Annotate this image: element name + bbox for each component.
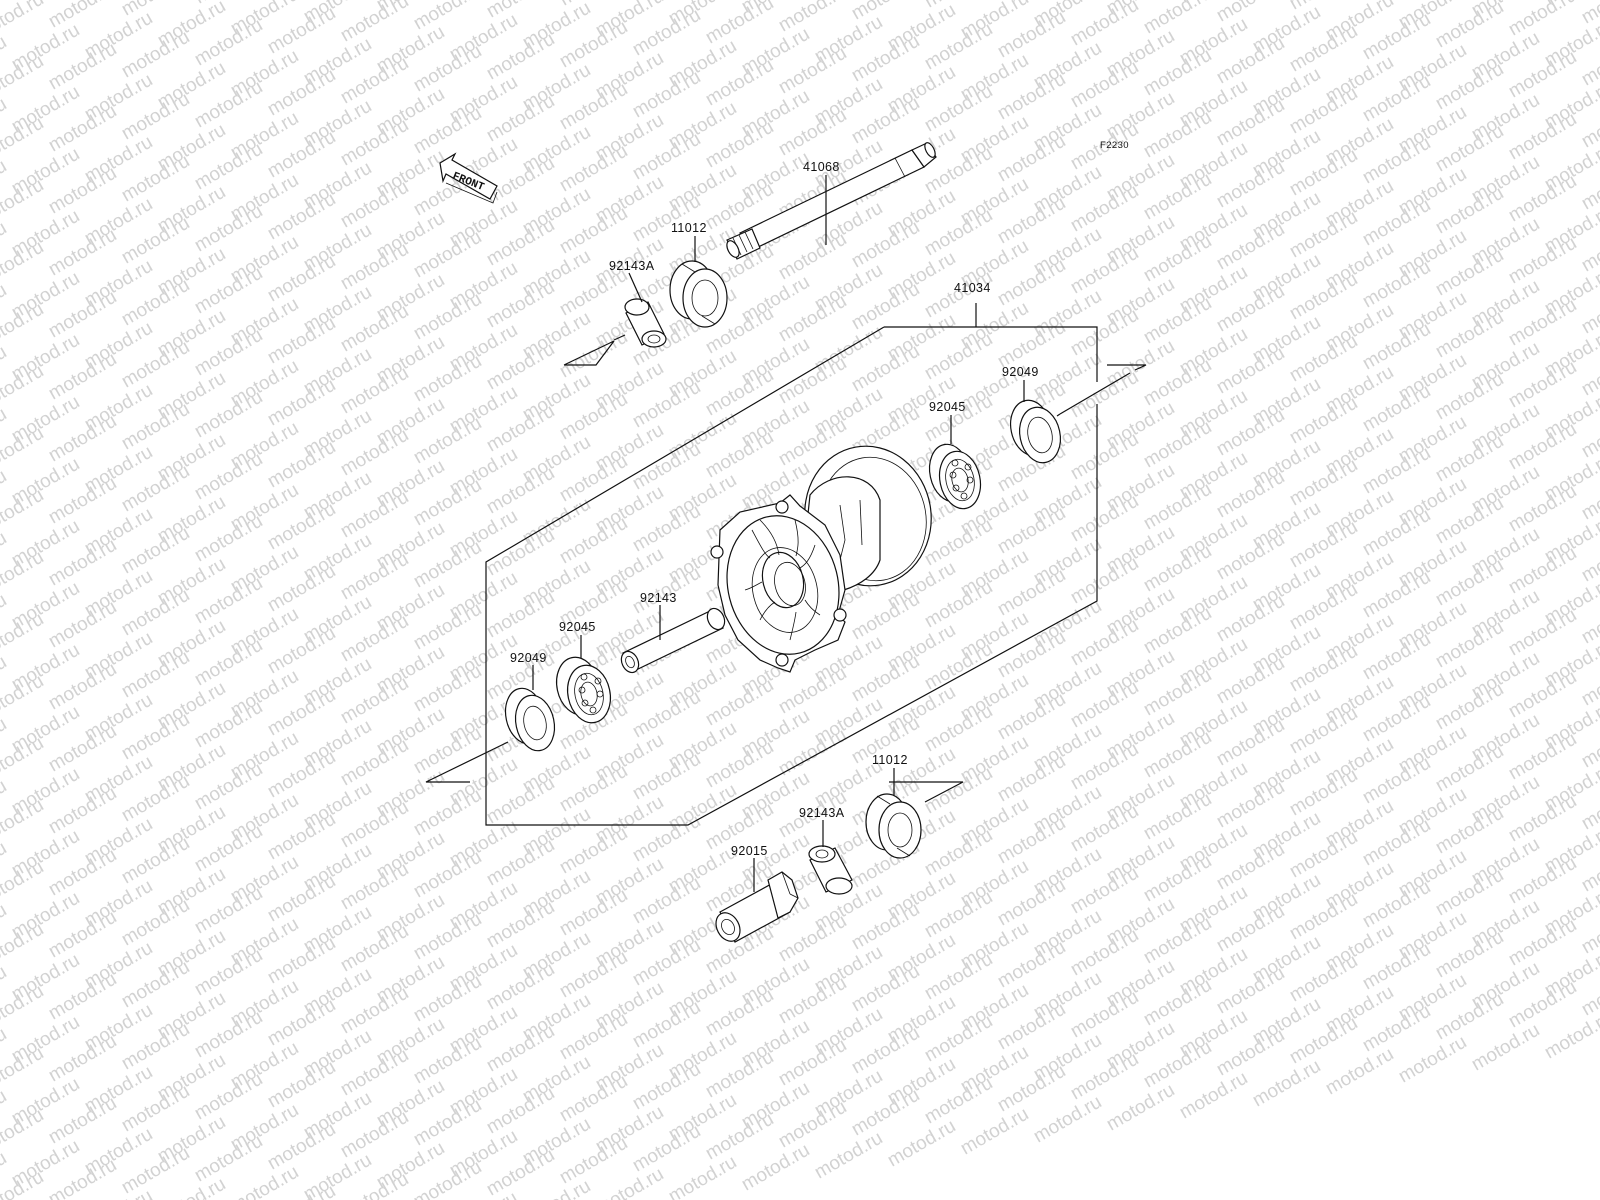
watermark-text: motod.ru bbox=[0, 113, 47, 169]
watermark-text: motod.ru bbox=[0, 795, 47, 851]
watermark-text: motod.ru bbox=[154, 1174, 229, 1200]
watermark-text: motod.ru bbox=[1468, 1020, 1543, 1076]
part-number-axle: 41068 bbox=[803, 160, 840, 174]
watermark-text: motod.ru bbox=[1505, 0, 1580, 40]
watermark-text: motod.ru bbox=[0, 361, 47, 417]
part-number-bearing-right: 92045 bbox=[929, 400, 966, 414]
watermark-text: motod.ru bbox=[665, 1152, 740, 1200]
watermark-text: motod.ru bbox=[0, 175, 47, 231]
watermark-text: motod.ru bbox=[45, 0, 120, 32]
watermark-text: motod.ru bbox=[0, 485, 47, 541]
part-hub bbox=[710, 445, 932, 673]
watermark-text: motod.ru bbox=[738, 1140, 813, 1196]
watermark-text: motod.ru bbox=[1140, 0, 1215, 38]
watermark-text: motod.ru bbox=[1541, 1008, 1600, 1064]
part-number-seal-top: 11012 bbox=[671, 221, 707, 235]
part-number-bearing-left: 92045 bbox=[559, 620, 596, 634]
wheel-hub-icon bbox=[710, 445, 932, 673]
part-number-seal-left: 92049 bbox=[510, 651, 547, 665]
watermark-text: motod.ru bbox=[1176, 1068, 1251, 1124]
watermark-text: motod.ru bbox=[0, 547, 47, 603]
part-number-spacer: 92143 bbox=[640, 591, 677, 605]
watermark-text: motod.ru bbox=[957, 1104, 1032, 1160]
diagram-code: F2230 bbox=[1100, 140, 1129, 151]
part-number-collar-top: 92143A bbox=[609, 259, 655, 273]
watermark-text: motod.ru bbox=[1395, 1032, 1470, 1088]
watermark-text: motod.ru bbox=[1578, 0, 1600, 28]
part-number-axle-nut: 92015 bbox=[731, 844, 768, 858]
watermark-text: motod.ru bbox=[410, 0, 485, 34]
watermark-text: motod.ru bbox=[811, 1128, 886, 1184]
oil-seal-icon bbox=[865, 793, 922, 859]
watermark-text: motod.ru bbox=[519, 1176, 594, 1200]
watermark-text: motod.ru bbox=[592, 1164, 667, 1200]
part-number-seal-bottom: 11012 bbox=[872, 753, 908, 767]
watermark-text: motod.ru bbox=[0, 981, 47, 1037]
watermark-text: motod.ru bbox=[337, 0, 412, 46]
watermark-text: motod.ru bbox=[1103, 1080, 1178, 1136]
watermark-text: motod.ru bbox=[884, 1116, 959, 1172]
watermark-text: motod.ru bbox=[1249, 1056, 1324, 1112]
watermark-text: motod.ru bbox=[0, 1105, 47, 1161]
watermark-text: motod.ru bbox=[0, 919, 47, 975]
watermark-text: motod.ru bbox=[775, 0, 850, 36]
watermark-text: motod.ru bbox=[0, 51, 47, 107]
watermark-text: motod.ru bbox=[0, 733, 47, 789]
watermark-text: motod.ru bbox=[0, 237, 47, 293]
part-number-seal-right: 92049 bbox=[1002, 365, 1039, 379]
watermark-text: motod.ru bbox=[1030, 1092, 1105, 1148]
part-number-hub-assembly: 41034 bbox=[954, 281, 991, 295]
watermark-text: motod.ru bbox=[0, 299, 47, 355]
watermark-text: motod.ru bbox=[0, 423, 47, 479]
watermark-text: motod.ru bbox=[0, 1043, 47, 1099]
watermark-text: motod.ru bbox=[227, 1162, 302, 1200]
watermark-text: motod.ru bbox=[0, 609, 47, 665]
part-number-collar-bottom: 92143A bbox=[799, 806, 845, 820]
watermark-text: motod.ru bbox=[1322, 1044, 1397, 1100]
watermark-text: motod.ru bbox=[0, 857, 47, 913]
watermark-text: motod.ru bbox=[0, 671, 47, 727]
